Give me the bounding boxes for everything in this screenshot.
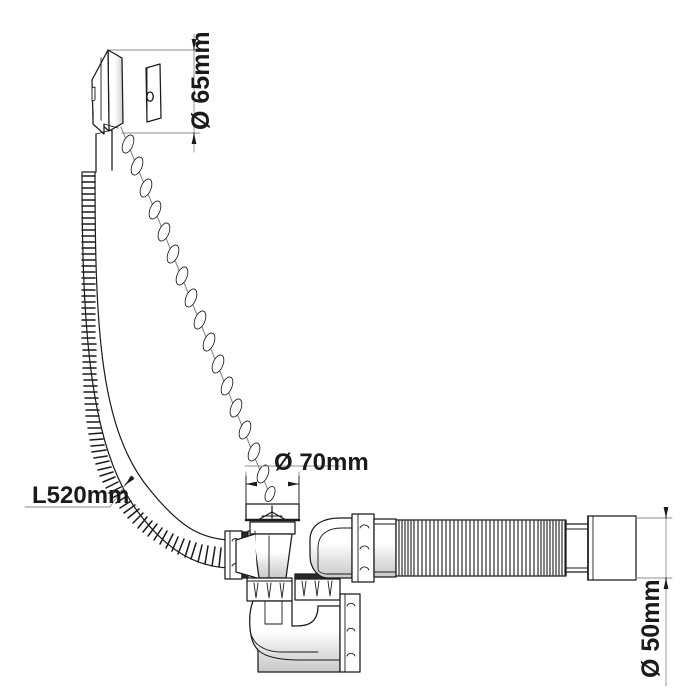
dimension-l520-leader <box>24 475 135 508</box>
dimension-label-l520mm: L520mm <box>32 482 129 509</box>
overflow-plug <box>91 49 124 173</box>
trap-ubend-cap <box>339 593 361 673</box>
overflow-cover <box>145 63 162 123</box>
trap-body <box>235 521 296 579</box>
dimension-label-65mm: Ø 65mm <box>187 31 215 130</box>
pull-chain <box>120 126 276 503</box>
outlet-spigot <box>587 515 637 581</box>
outlet-elbow <box>309 517 353 579</box>
dimension-label-70mm: Ø 70mm <box>274 449 369 476</box>
dimension-label-50mm: Ø 50mm <box>637 579 665 678</box>
waste-strainer <box>244 503 301 522</box>
dimension-65mm-lines <box>107 33 201 153</box>
flex-hose <box>395 519 589 577</box>
overflow-hose <box>81 171 229 569</box>
elbow-nut <box>351 513 397 583</box>
trap-ubend <box>249 600 341 673</box>
trap-nut-a <box>246 577 293 602</box>
dimension-70mm-arrows <box>245 475 300 507</box>
